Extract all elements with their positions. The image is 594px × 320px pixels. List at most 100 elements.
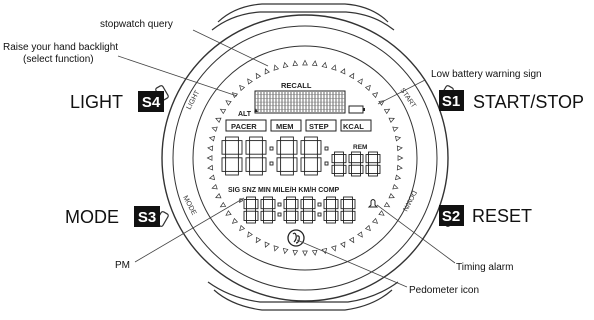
annotation-select-function: (select function) [23,54,94,65]
minute-marker [207,145,214,152]
lcd-display: RECALL ALT ▲ PACER MEM STEP KCAL REM SIG… [221,81,381,247]
tab-step: STEP [309,122,329,131]
annotation-raise-hand-backlight: Raise your hand backlight [3,42,118,53]
minute-marker [207,164,214,171]
minute-marker [264,68,270,75]
minute-marker [255,72,262,80]
tab-kcal: KCAL [343,122,364,131]
minute-marker [206,155,213,161]
minute-marker [311,60,318,67]
minute-marker-ring [206,59,404,257]
sub-digit [243,196,259,224]
minute-marker [247,231,253,238]
minute-marker [395,174,402,181]
s3-code: S3 [138,209,156,226]
callout-light: LIGHT S4 [70,91,164,112]
rem-label: REM [353,144,367,151]
minute-marker [364,84,371,92]
minute-marker [383,201,391,208]
minute-marker [330,64,337,71]
minute-marker [371,217,379,224]
minute-marker [215,117,222,123]
annotation-pedometer-icon: Pedometer icon [409,285,479,296]
pm-indicator: P [239,199,243,205]
light-button-name: LIGHT [70,92,123,112]
dot-matrix-bar [254,90,346,114]
minute-marker [208,174,215,181]
watch-case [161,14,449,302]
minute-marker [392,183,399,190]
minute-marker [397,155,404,161]
annotation-pm: PM [115,260,130,271]
minute-marker [364,224,371,232]
minute-marker [311,249,318,256]
minute-marker [371,92,379,99]
s2-badge [439,205,464,226]
minute-marker [396,164,403,171]
minute-marker [357,78,363,85]
sub-display-digits [243,196,356,224]
s1-code: S1 [442,93,460,110]
minute-marker [239,84,246,92]
pedometer-icon [287,229,305,247]
sub-digit [283,196,299,224]
sub-digit [300,196,316,224]
minute-marker [255,236,262,244]
mode-button-name: MODE [65,207,119,227]
minute-marker [348,236,355,244]
minute-marker [225,210,232,216]
minute-marker [330,245,337,252]
minute-marker [378,100,385,106]
minute-marker [264,241,270,248]
big-digit [245,136,267,176]
callout-mode: MODE S3 [65,206,160,227]
minute-marker [321,61,328,68]
minute-marker [292,60,299,67]
leader-lines [117,29,456,288]
big-digit-small [331,151,347,177]
minute-marker [282,248,289,255]
s2-code: S2 [442,208,460,225]
minute-marker [273,64,280,71]
alt-label: ALT [238,111,252,118]
minute-marker [388,193,395,199]
minute-marker [225,100,232,106]
tab-mem: MEM [276,122,294,131]
sub-digit [340,196,356,224]
big-digit-small [348,151,364,177]
callout-reset: S2 RESET [439,205,532,226]
alarm-bell-icon [367,199,379,208]
big-digit [300,136,322,176]
tab-pacer: PACER [231,122,257,131]
minute-marker [231,217,239,224]
bezel-light-text: LIGHT [186,89,202,111]
big-digit-small [365,151,381,177]
minute-marker [302,59,308,66]
minute-marker [219,201,227,208]
watch-lugs [207,3,399,311]
minute-marker [302,250,308,257]
minute-marker [211,126,218,133]
recall-label: RECALL [281,81,312,90]
mode-tabs: PACER MEM STEP KCAL [225,119,372,132]
minute-marker [396,145,403,152]
sub-digit [260,196,276,224]
bezel-down-text: DOWN [401,189,418,212]
s1-badge [439,90,464,111]
minute-marker [383,108,391,115]
minute-marker [239,224,246,232]
minute-marker [208,135,215,142]
s4-code: S4 [142,94,161,111]
annotation-low-battery: Low battery warning sign [431,69,542,80]
indicator-row: SIG SNZ MIN MILE/H KM/H COMP [228,187,340,194]
battery-icon [348,105,364,114]
annotation-timing-alarm: Timing alarm [456,262,513,273]
minute-marker [395,135,402,142]
minute-marker [247,78,253,85]
minute-marker [211,183,218,190]
s4-badge [138,91,164,112]
bezel-start-text: START [398,87,417,110]
minute-marker [378,210,385,216]
alt-arrow-icon: ▲ [253,108,259,114]
